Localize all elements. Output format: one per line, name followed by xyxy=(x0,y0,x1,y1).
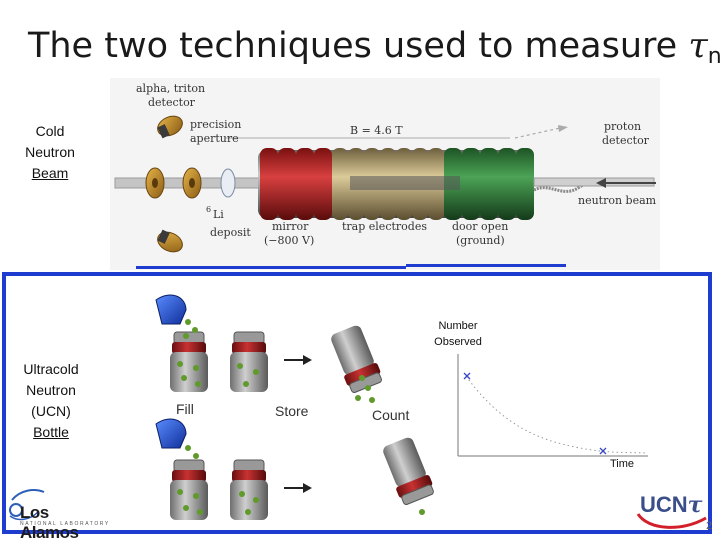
beam-label-line1: Cold xyxy=(12,121,88,142)
marker-late xyxy=(600,448,606,454)
aperture-label-1: precision xyxy=(190,118,241,131)
arrow-store-to-count-top xyxy=(284,355,312,365)
title-tau-symbol: τ xyxy=(688,26,707,66)
neutron-beam-label: neutron beam xyxy=(578,194,657,207)
beam-label-line2: Neutron xyxy=(12,142,88,163)
beam-label: Cold Neutron Beam xyxy=(12,121,88,184)
door-label-2: (ground) xyxy=(456,234,505,247)
plot-xlabel: Time xyxy=(610,456,634,472)
bottle-label-line4: Bottle xyxy=(10,422,92,443)
electrodes-label: trap electrodes xyxy=(342,220,427,233)
deposit-label-1: Li xyxy=(213,208,224,221)
arrow-store-to-count-bottom xyxy=(284,483,312,493)
bottle-label: Ultracold Neutron (UCN) Bottle xyxy=(10,359,92,443)
proton-detector-label-2: detector xyxy=(602,134,650,147)
bottle-label-line2: Neutron xyxy=(10,380,92,401)
deposit-superscript: 6 xyxy=(206,205,211,214)
jar-count-top xyxy=(328,323,385,394)
title-subscript: n xyxy=(708,44,720,69)
ucntau-symbol: τ xyxy=(688,492,703,518)
plot-ylabel-line2: Observed xyxy=(423,334,493,350)
door-label-1: door open xyxy=(452,220,508,233)
divider-line-right xyxy=(406,264,566,267)
proton-detector-label-1: proton xyxy=(604,120,641,133)
decay-curve xyxy=(466,376,648,453)
slide-title: The two techniques used to measure τn xyxy=(28,26,720,69)
page-number: 2 xyxy=(706,520,712,532)
jar-count-bottom xyxy=(380,435,437,506)
aperture-label-2: aperture xyxy=(190,132,239,145)
bottle-label-line1: Ultracold xyxy=(10,359,92,380)
alpha-detector-label-1: alpha, triton xyxy=(136,82,205,95)
deposit-label-2: deposit xyxy=(210,226,251,239)
step-fill-label: Fill xyxy=(176,401,194,417)
mirror-label-1: mirror xyxy=(272,220,309,233)
jar-fill-top xyxy=(170,332,208,392)
step-store-label: Store xyxy=(275,403,308,419)
title-text: The two techniques used to measure xyxy=(28,26,688,66)
jar-store-top xyxy=(230,332,268,392)
decay-plot xyxy=(452,352,652,460)
beam-apparatus-diagram: alpha, triton detector precision apertur… xyxy=(110,78,660,270)
fill-hose-top xyxy=(156,295,186,324)
plot-ylabel-line1: Number xyxy=(423,318,493,334)
ucntau-logo: UCNτ xyxy=(636,486,712,532)
mirror-label-2: (−800 V) xyxy=(264,234,314,247)
beam-label-line3: Beam xyxy=(12,163,88,184)
ucntau-text: UCNτ xyxy=(640,492,702,518)
marker-early xyxy=(464,373,470,379)
plot-ylabel: Number Observed xyxy=(423,318,493,350)
alpha-detector-label-2: detector xyxy=(148,96,196,109)
fill-hose-bottom xyxy=(156,419,186,448)
ucntau-prefix: UCN xyxy=(640,492,688,517)
divider-line-left xyxy=(136,266,406,269)
los-alamos-logo: Los Alamos NATIONAL LABORATORY xyxy=(8,486,108,526)
bottle-label-line3: (UCN) xyxy=(10,401,92,422)
step-count-label: Count xyxy=(372,407,409,423)
mirror-coils xyxy=(260,148,332,220)
los-alamos-sub: NATIONAL LABORATORY xyxy=(20,521,110,527)
field-label: B = 4.6 T xyxy=(350,124,403,137)
